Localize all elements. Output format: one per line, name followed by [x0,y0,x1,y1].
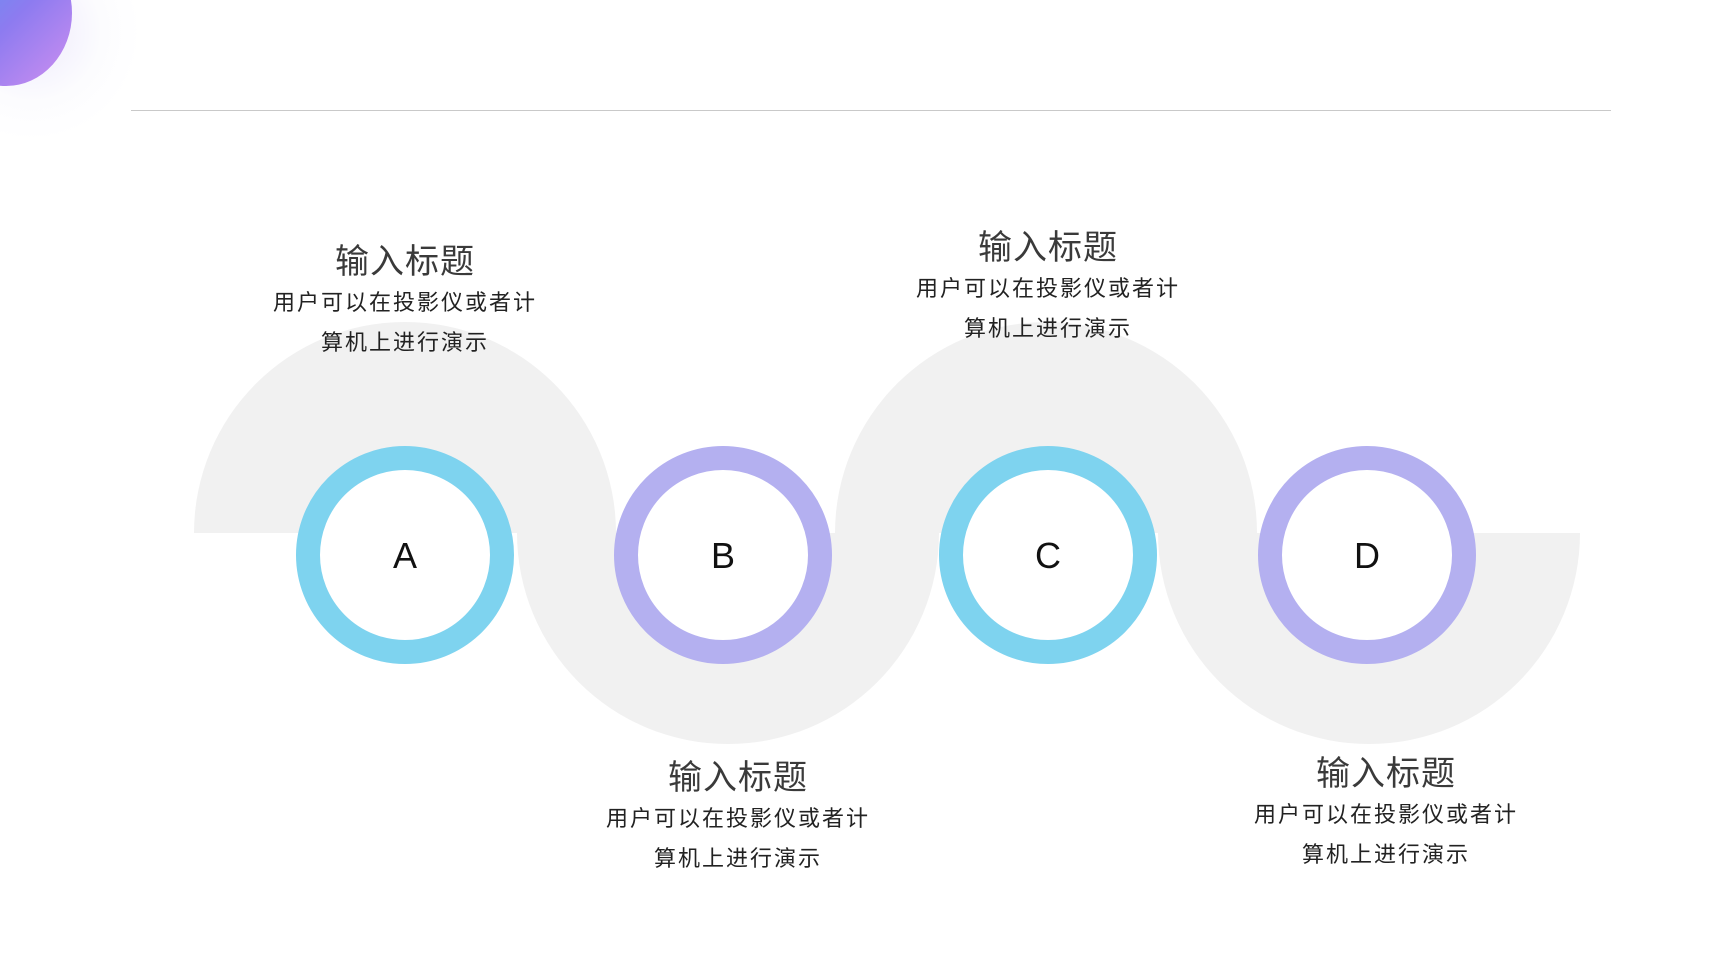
node-label: C [1035,535,1061,576]
node-ring [614,446,832,664]
block-desc-line2: 算机上进行演示 [653,847,822,872]
text-block-b: 输入标题 用户可以在投影仪或者计 算机上进行演示 [538,756,938,880]
block-desc-line2: 算机上进行演示 [963,317,1132,342]
node-label: A [393,535,417,576]
wave-band-3 [835,322,1257,533]
node-ring [296,446,514,664]
wave-band-1 [194,322,616,533]
node-ring [1258,446,1476,664]
node-ring [939,446,1157,664]
node-d: D [1258,446,1476,664]
block-title: 输入标题 [335,242,475,282]
block-desc-line1: 用户可以在投影仪或者计 [272,291,537,316]
node-c: C [939,446,1157,664]
block-desc-line2: 算机上进行演示 [1301,843,1470,868]
node-label: D [1354,535,1380,576]
block-desc-line1: 用户可以在投影仪或者计 [915,277,1180,302]
block-desc-line1: 用户可以在投影仪或者计 [1253,803,1518,828]
block-title: 输入标题 [1316,754,1456,794]
text-block-c: 输入标题 用户可以在投影仪或者计 算机上进行演示 [848,226,1248,350]
block-desc-line1: 用户可以在投影仪或者计 [605,807,870,832]
text-block-a: 输入标题 用户可以在投影仪或者计 算机上进行演示 [205,240,605,364]
block-title: 输入标题 [978,228,1118,268]
block-desc-line2: 算机上进行演示 [320,331,489,356]
text-block-d: 输入标题 用户可以在投影仪或者计 算机上进行演示 [1186,752,1586,876]
node-b: B [614,446,832,664]
header-divider [131,110,1611,111]
block-title: 输入标题 [668,758,808,798]
node-label: B [711,535,735,576]
node-a: A [296,446,514,664]
